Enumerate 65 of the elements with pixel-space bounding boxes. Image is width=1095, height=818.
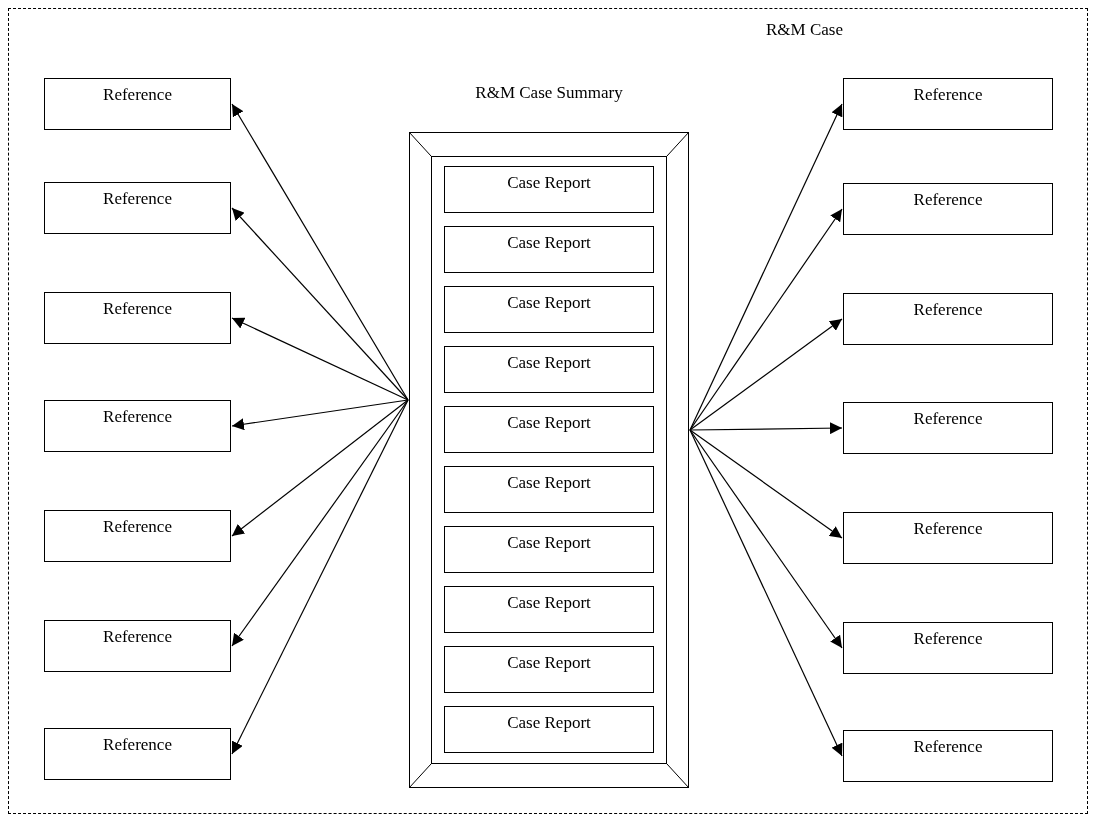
box-label: Reference bbox=[913, 628, 983, 650]
report-box bbox=[444, 646, 654, 693]
box-label: Reference bbox=[103, 734, 172, 756]
arrow bbox=[689, 103, 843, 431]
reference-box bbox=[44, 78, 231, 130]
box-label: Case Report bbox=[507, 652, 591, 674]
box-label: Reference bbox=[913, 84, 983, 106]
box-label: Reference bbox=[103, 626, 172, 648]
arrow bbox=[689, 429, 843, 649]
box-label: Reference bbox=[913, 736, 983, 758]
report-box bbox=[444, 526, 654, 573]
reference-box bbox=[843, 293, 1053, 345]
report-box bbox=[444, 226, 654, 273]
report-box bbox=[444, 286, 654, 333]
box-label: Case Report bbox=[507, 712, 591, 734]
box-label: Case Report bbox=[507, 232, 591, 254]
box-label: Reference bbox=[913, 189, 983, 211]
report-box bbox=[444, 706, 654, 753]
arrow bbox=[689, 429, 843, 539]
box-label: Case Report bbox=[507, 292, 591, 314]
arrow bbox=[231, 399, 409, 537]
box-label: Reference bbox=[103, 298, 172, 320]
box-label: Case Report bbox=[507, 352, 591, 374]
box-label: Case Report bbox=[507, 172, 591, 194]
reference-box bbox=[843, 730, 1053, 782]
reference-box bbox=[44, 620, 231, 672]
reference-box bbox=[843, 183, 1053, 235]
dashed-boundary bbox=[8, 8, 1088, 814]
arrow bbox=[689, 422, 843, 435]
box-label: Reference bbox=[913, 518, 983, 540]
box-label: Case Report bbox=[507, 532, 591, 554]
report-box bbox=[444, 586, 654, 633]
reference-box bbox=[44, 510, 231, 562]
box-label: Reference bbox=[913, 299, 983, 321]
reference-box bbox=[44, 182, 231, 234]
reference-box bbox=[44, 292, 231, 344]
arrow bbox=[689, 429, 843, 757]
box-label: Case Report bbox=[507, 472, 591, 494]
arrow bbox=[231, 399, 409, 755]
reference-box bbox=[843, 512, 1053, 564]
arrow bbox=[231, 317, 409, 401]
arrow bbox=[231, 399, 409, 647]
reference-box bbox=[843, 402, 1053, 454]
arrow bbox=[231, 103, 409, 401]
box-label: Reference bbox=[103, 188, 172, 210]
report-box bbox=[444, 406, 654, 453]
box-label: Reference bbox=[103, 84, 172, 106]
report-box bbox=[444, 346, 654, 393]
box-label: Reference bbox=[103, 406, 172, 428]
box-label: Case Report bbox=[507, 412, 591, 434]
box-label: Case Report bbox=[507, 592, 591, 614]
reference-box bbox=[843, 622, 1053, 674]
arrow bbox=[689, 318, 843, 431]
arrow bbox=[689, 208, 843, 431]
reference-box bbox=[44, 400, 231, 452]
reference-box bbox=[843, 78, 1053, 130]
box-label: Reference bbox=[103, 516, 172, 538]
arrow bbox=[231, 399, 409, 431]
report-box bbox=[444, 166, 654, 213]
reference-box bbox=[44, 728, 231, 780]
report-box bbox=[444, 466, 654, 513]
box-label: Reference bbox=[913, 408, 983, 430]
arrow bbox=[231, 207, 409, 401]
frame-title: R&M Case Summary bbox=[474, 82, 624, 104]
boundary-title: R&M Case bbox=[766, 19, 843, 41]
